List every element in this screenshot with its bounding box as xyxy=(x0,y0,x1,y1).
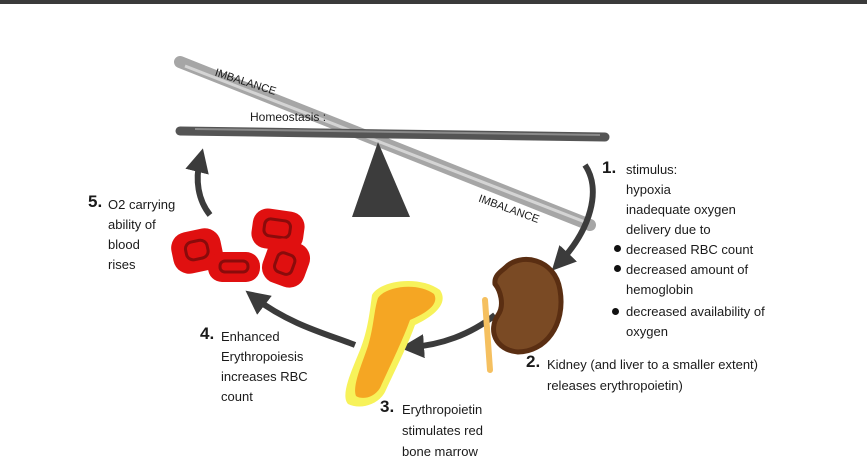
kidney xyxy=(482,257,564,373)
arrow-step1-to-kidney xyxy=(551,163,596,271)
bullet-icon xyxy=(614,245,621,252)
step-3-line: Erythropoietin xyxy=(402,402,483,417)
arrow-rbc-to-imbalance xyxy=(185,148,213,217)
step-4-line: count xyxy=(221,389,253,404)
step-4-line: Enhanced xyxy=(221,329,280,344)
step-1-bullet: oxygen xyxy=(626,324,668,339)
bullet-icon xyxy=(614,265,621,272)
step-2-line: Kidney (and liver to a smaller extent) xyxy=(547,357,758,372)
step-5-line: ability of xyxy=(108,217,156,232)
red-blood-cells xyxy=(171,208,311,288)
step-1-line: delivery due to xyxy=(626,222,711,237)
step-1-bullet: hemoglobin xyxy=(626,282,694,297)
step-4-line: Erythropoiesis xyxy=(221,349,304,364)
bullet-icon xyxy=(612,308,619,315)
step-1-bullet: decreased RBC count xyxy=(626,242,754,257)
step-1-line: inadequate oxygen xyxy=(626,202,736,217)
bone-marrow xyxy=(345,280,443,407)
balanced-beam xyxy=(175,126,610,142)
step-4-number: 4. xyxy=(200,324,215,343)
step-5-line: rises xyxy=(108,257,136,272)
arrow-marrow-to-rbc xyxy=(245,290,357,348)
fulcrum xyxy=(352,142,410,217)
top-border xyxy=(0,0,867,4)
step-5-number: 5. xyxy=(88,192,103,211)
step-2-number: 2. xyxy=(526,352,541,371)
step-3-number: 3. xyxy=(380,397,395,416)
step-5-line: O2 carrying xyxy=(108,197,176,212)
step-1-line: hypoxia xyxy=(626,182,671,197)
step-1-line: stimulus: xyxy=(626,162,678,177)
step-1-number: 1. xyxy=(602,158,617,177)
step-1-bullet: decreased availability of xyxy=(626,304,765,319)
step-2-line: releases erythropoietin) xyxy=(547,378,683,393)
rbc-cell xyxy=(208,252,260,282)
step-5-line: blood xyxy=(108,237,140,252)
step-3-line: stimulates red xyxy=(402,423,483,438)
homeostasis-label: Homeostasis : xyxy=(250,110,327,124)
step-1-bullet: decreased amount of xyxy=(626,262,749,277)
step-4-line: increases RBC xyxy=(221,369,308,384)
rbc-cell xyxy=(261,238,311,288)
step-3-line: bone marrow xyxy=(402,444,478,459)
